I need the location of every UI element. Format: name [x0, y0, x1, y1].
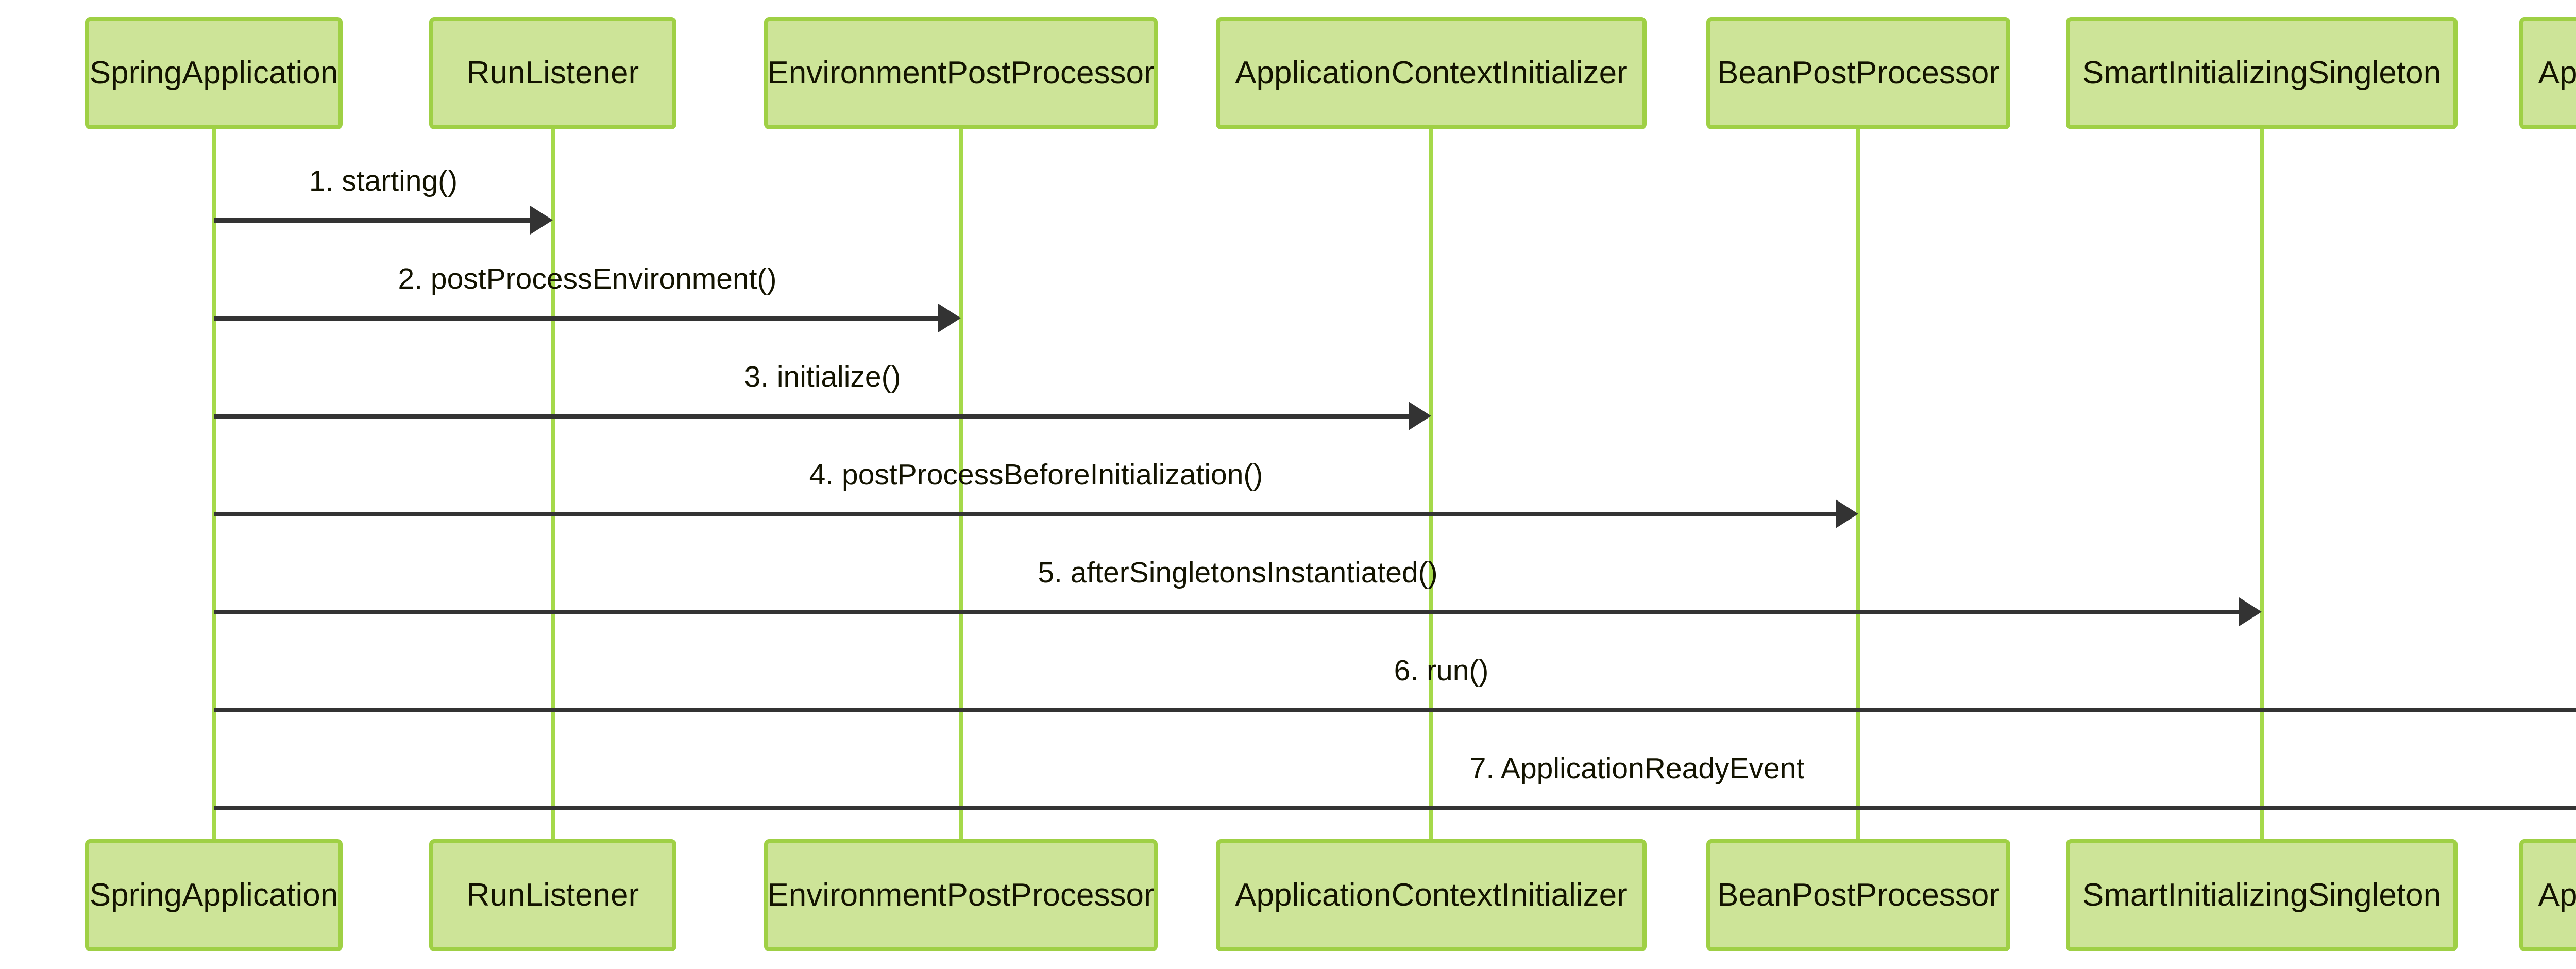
message-line-3	[214, 414, 1412, 419]
message-line-4	[214, 512, 1839, 516]
actor-label: SmartInitializingSingleton	[2082, 877, 2442, 913]
message-label-5: 5. afterSingletonsInstantiated()	[1038, 556, 1438, 589]
lifeline-environmentpostprocessor	[959, 129, 963, 839]
message-line-5	[214, 610, 2242, 614]
actor-box-bottom-applicationrunner[interactable]: ApplicationRunner	[2519, 839, 2576, 951]
message-arrowhead-4	[1836, 499, 1858, 528]
message-arrowhead-3	[1409, 402, 1431, 430]
actor-label: SmartInitializingSingleton	[2082, 55, 2442, 91]
message-label-4: 4. postProcessBeforeInitialization()	[809, 458, 1263, 491]
lifeline-springapplication	[212, 129, 216, 839]
actor-box-top-environmentpostprocessor[interactable]: EnvironmentPostProcessor	[764, 17, 1158, 129]
actor-label: EnvironmentPostProcessor	[767, 877, 1155, 913]
actor-label: ApplicationRunner	[2538, 55, 2576, 91]
actor-label: RunListener	[466, 55, 639, 91]
message-label-3: 3. initialize()	[744, 360, 901, 393]
lifeline-applicationcontextinitializer	[1429, 129, 1433, 839]
actor-label: SpringApplication	[89, 55, 338, 91]
actor-label: BeanPostProcessor	[1717, 877, 1999, 913]
actor-label: SpringApplication	[89, 877, 338, 913]
lifeline-runlistener	[551, 129, 555, 839]
message-label-7: 7. ApplicationReadyEvent	[1469, 752, 1805, 785]
actor-label: EnvironmentPostProcessor	[767, 55, 1155, 91]
lifeline-beanpostprocessor	[1856, 129, 1860, 839]
actor-box-bottom-beanpostprocessor[interactable]: BeanPostProcessor	[1706, 839, 2010, 951]
actor-box-top-runlistener[interactable]: RunListener	[429, 17, 676, 129]
message-arrowhead-1	[530, 206, 553, 235]
actor-box-bottom-smartinitializingsingleton[interactable]: SmartInitializingSingleton	[2066, 839, 2458, 951]
actor-box-bottom-runlistener[interactable]: RunListener	[429, 839, 676, 951]
actor-box-top-smartinitializingsingleton[interactable]: SmartInitializingSingleton	[2066, 17, 2458, 129]
message-arrowhead-5	[2239, 597, 2262, 626]
message-line-2	[214, 316, 941, 321]
actor-label: ApplicationContextInitializer	[1235, 877, 1628, 913]
actor-box-bottom-springapplication[interactable]: SpringApplication	[85, 839, 343, 951]
actor-box-top-beanpostprocessor[interactable]: BeanPostProcessor	[1706, 17, 2010, 129]
message-label-6: 6. run()	[1394, 654, 1489, 687]
actor-box-top-applicationcontextinitializer[interactable]: ApplicationContextInitializer	[1216, 17, 1647, 129]
actor-box-top-springapplication[interactable]: SpringApplication	[85, 17, 343, 129]
message-line-6	[214, 708, 2576, 712]
message-line-7	[214, 806, 2576, 810]
actor-label: RunListener	[466, 877, 639, 913]
message-label-1: 1. starting()	[309, 164, 458, 197]
actor-box-bottom-environmentpostprocessor[interactable]: EnvironmentPostProcessor	[764, 839, 1158, 951]
actor-label: ApplicationContextInitializer	[1235, 55, 1628, 91]
lifeline-smartinitializingsingleton	[2260, 129, 2264, 839]
actor-box-bottom-applicationcontextinitializer[interactable]: ApplicationContextInitializer	[1216, 839, 1647, 951]
actor-label: ApplicationRunner	[2538, 877, 2576, 913]
message-line-1	[214, 218, 533, 223]
actor-label: BeanPostProcessor	[1717, 55, 1999, 91]
message-arrowhead-2	[938, 304, 961, 332]
actor-box-top-applicationrunner[interactable]: ApplicationRunner	[2519, 17, 2576, 129]
message-label-2: 2. postProcessEnvironment()	[398, 262, 777, 295]
